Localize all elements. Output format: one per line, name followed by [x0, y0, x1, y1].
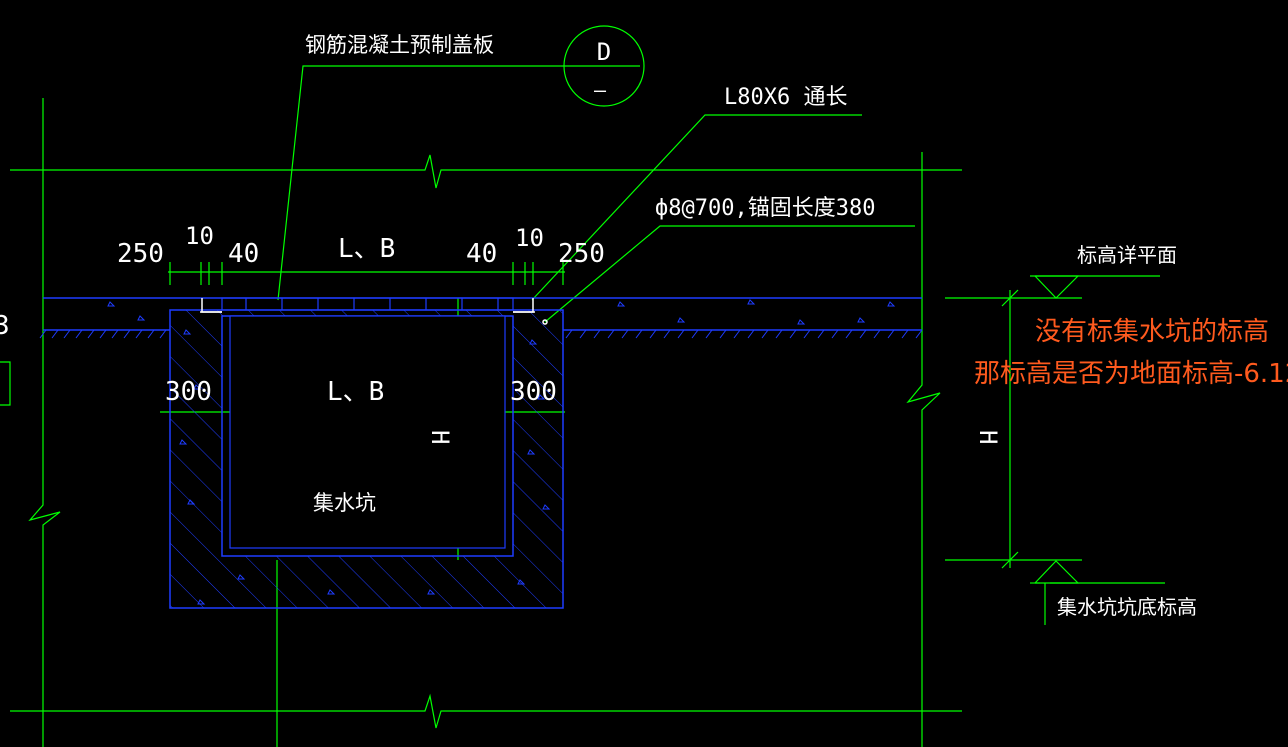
anchor-bar-label: ф8@700,锚固长度380	[655, 196, 875, 221]
dim-inner-lb: L、B	[327, 377, 384, 407]
dim-left-10: 10	[185, 222, 214, 250]
labels: 钢筋混凝土预制盖板 D — L80X6 通长 ф8@700,锚固长度380 25…	[0, 33, 1288, 619]
dim-right-40: 40	[466, 239, 497, 269]
dim-wall-right: 300	[510, 377, 557, 407]
cover-plate	[221, 297, 514, 311]
angle-leader	[531, 114, 862, 301]
dim-left-250: 250	[117, 239, 164, 269]
anchor-leader	[544, 225, 915, 323]
dim-right-250: 250	[558, 239, 605, 269]
annotation-line2: 那标高是否为地面标高-6.12	[974, 359, 1288, 389]
detail-symbol-circle	[563, 25, 645, 107]
detail-symbol-letter: D	[597, 38, 611, 66]
elev-bottom-label: 集水坑坑底标高	[1057, 595, 1197, 619]
annotation-line1: 没有标集水坑的标高	[1035, 317, 1269, 347]
bottom-break-line	[10, 693, 962, 729]
elev-top-mark	[1034, 275, 1080, 299]
left-edge-digit: 3	[0, 311, 10, 341]
dim-right-10: 10	[515, 224, 544, 252]
dim-h-right: H	[974, 430, 1002, 444]
angle-steel-label: L80X6 通长	[724, 85, 847, 110]
pit-structure	[39, 297, 923, 609]
left-bracket	[0, 361, 11, 406]
elev-bottom-mark	[1034, 560, 1080, 584]
cover-plate-label: 钢筋混凝土预制盖板	[305, 33, 494, 57]
dim-wall-left: 300	[165, 377, 212, 407]
detail-symbol-sheet: —	[594, 78, 607, 102]
right-break-line	[906, 152, 941, 747]
pit-inner-lining	[229, 315, 506, 549]
top-break-line	[10, 154, 962, 189]
elev-top-label: 标高详平面	[1077, 243, 1177, 267]
dim-top-lb: L、B	[338, 234, 395, 264]
dim-left-40: 40	[228, 239, 259, 269]
left-break-line	[28, 98, 61, 747]
pit-name-label: 集水坑	[313, 491, 376, 515]
cover-plate-leader	[277, 65, 640, 301]
dim-h-inner: H	[426, 430, 454, 444]
